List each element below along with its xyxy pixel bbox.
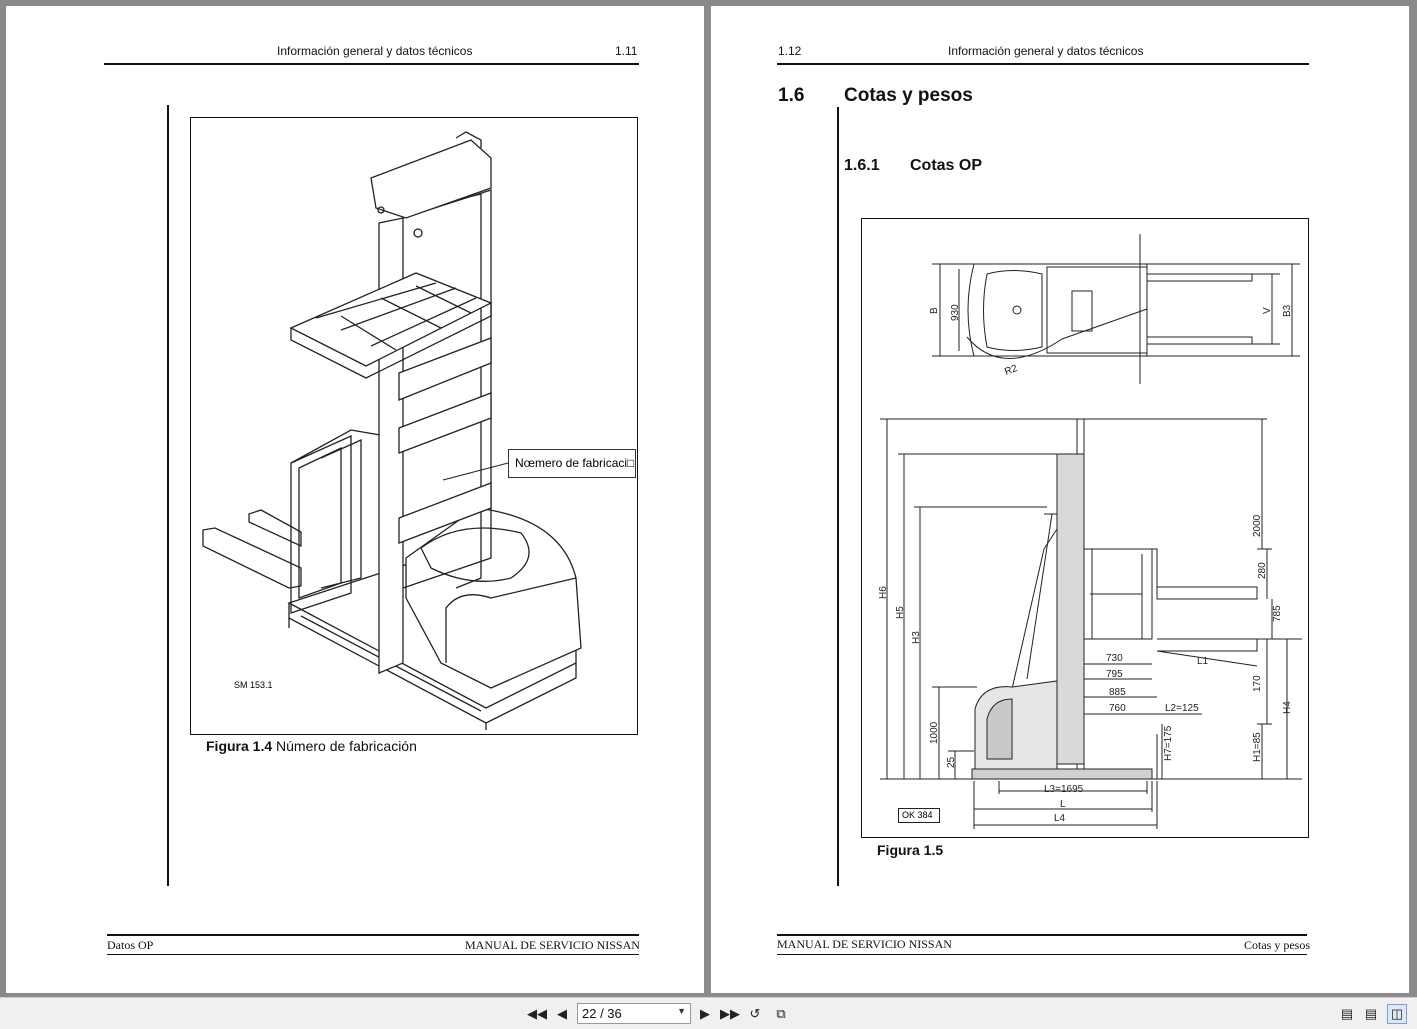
figure-ref: OK 384 xyxy=(898,808,940,823)
figure-box: Nœmero de fabricaci□n SM 153.1 xyxy=(190,117,638,735)
dim-B3: B3 xyxy=(1282,304,1293,317)
fit-icon[interactable]: ⧉ xyxy=(776,1006,786,1021)
dim-L4: L4 xyxy=(1054,813,1066,824)
dim-L1: L1 xyxy=(1197,656,1209,667)
dim-L: L xyxy=(1060,799,1066,810)
viewer-toolbar: ◀◀ ◀ 22 / 36 ▼ ▶ ▶▶ ↺ ⧉ ▤ ▤ ◫ xyxy=(0,997,1417,1029)
dim-760: 760 xyxy=(1109,703,1126,714)
next-page-icon[interactable]: ▶ xyxy=(700,1006,710,1021)
header-rule xyxy=(104,63,639,65)
dim-795: 795 xyxy=(1106,669,1123,680)
section-title: Cotas y pesos xyxy=(844,85,973,106)
header-title: Información general y datos técnicos xyxy=(948,44,1144,58)
header-title: Información general y datos técnicos xyxy=(277,44,473,58)
footer-right: Cotas y pesos xyxy=(1244,938,1310,952)
dimension-figure-box: B 930 V B3 R2 H6 H5 H3 2000 280 785 730 … xyxy=(861,218,1309,838)
dim-B: B xyxy=(929,307,940,314)
page-indicator: 22 / 36 xyxy=(582,1006,622,1021)
footer-left: MANUAL DE SERVICIO NISSAN xyxy=(777,937,952,951)
dim-H7: H7=175 xyxy=(1163,725,1174,761)
header-rule xyxy=(777,63,1309,65)
dim-2000: 2000 xyxy=(1252,514,1263,537)
footer-left: Datos OP xyxy=(107,938,154,952)
dim-H4: H4 xyxy=(1282,701,1293,714)
footer-rule-bottom xyxy=(107,954,639,955)
margin-bar xyxy=(167,105,169,886)
dim-885: 885 xyxy=(1109,687,1126,698)
dim-25: 25 xyxy=(946,756,957,768)
dim-170: 170 xyxy=(1252,675,1263,692)
dim-H3: H3 xyxy=(911,631,922,644)
two-page-icon[interactable]: ◫ xyxy=(1387,1004,1407,1024)
header-page-number: 1.11 xyxy=(615,44,638,58)
footer-rule-top xyxy=(777,934,1307,936)
page-right: 1.12 Información general y datos técnico… xyxy=(711,6,1409,993)
chevron-down-icon: ▼ xyxy=(677,1006,686,1016)
dim-H6: H6 xyxy=(878,586,889,599)
subsection-title: Cotas OP xyxy=(910,157,983,174)
dim-1000: 1000 xyxy=(929,721,940,744)
dim-H5: H5 xyxy=(895,606,906,619)
header-page-number: 1.12 xyxy=(778,44,802,58)
first-page-icon[interactable]: ◀◀ xyxy=(527,1006,547,1021)
footer-rule-top xyxy=(107,934,639,936)
figure-caption: Figura 1.4 Número de fabricación xyxy=(206,738,417,754)
dim-730: 730 xyxy=(1106,653,1123,664)
figure-ref: SM 153.1 xyxy=(234,680,273,690)
dim-930: 930 xyxy=(950,304,961,321)
dim-V: V xyxy=(1262,307,1273,314)
subsection-number: 1.6.1 xyxy=(844,157,880,174)
order-picker-illustration xyxy=(202,131,582,730)
prev-page-icon[interactable]: ◀ xyxy=(557,1006,567,1021)
document-viewer: Información general y datos técnicos 1.1… xyxy=(6,6,1409,993)
margin-bar xyxy=(837,107,839,886)
dim-H1: H1=85 xyxy=(1252,732,1263,762)
page-left: Información general y datos técnicos 1.1… xyxy=(6,6,704,993)
footer-rule-bottom xyxy=(777,954,1307,955)
dim-280: 280 xyxy=(1257,562,1268,579)
dim-R2: R2 xyxy=(1003,363,1019,378)
page-number-select[interactable]: 22 / 36 ▼ xyxy=(577,1003,691,1024)
dimension-drawing: B 930 V B3 R2 H6 H5 H3 2000 280 785 730 … xyxy=(878,234,1302,829)
caption-text: Número de fabricación xyxy=(276,738,417,754)
rotate-icon[interactable]: ↺ xyxy=(749,1006,761,1021)
single-page-icon[interactable]: ▤ xyxy=(1340,1006,1354,1021)
dim-785: 785 xyxy=(1272,605,1283,622)
caption-number: Figura 1.4 xyxy=(206,738,273,754)
figure-caption: Figura 1.5 xyxy=(877,842,944,858)
continuous-icon[interactable]: ▤ xyxy=(1364,1006,1378,1021)
last-page-icon[interactable]: ▶▶ xyxy=(720,1006,740,1021)
dim-L3: L3=1695 xyxy=(1044,784,1084,795)
section-number: 1.6 xyxy=(778,85,805,106)
footer-right: MANUAL DE SERVICIO NISSAN xyxy=(465,938,640,952)
serial-number-callout: Nœmero de fabricaci□n xyxy=(508,449,636,478)
dim-L2: L2=125 xyxy=(1165,703,1199,714)
